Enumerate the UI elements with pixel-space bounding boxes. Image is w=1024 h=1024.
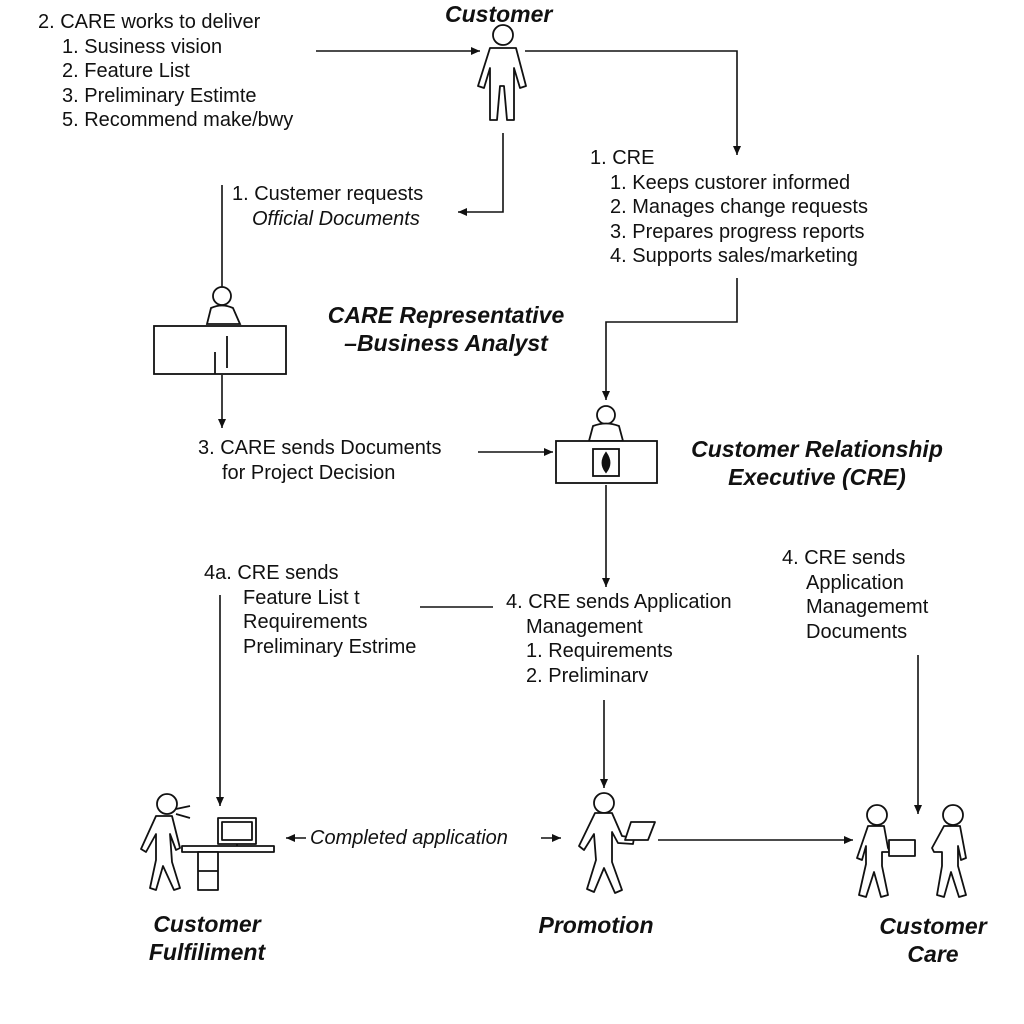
two-people-exchanging-package-icon [856, 804, 967, 898]
cre-sends-4a-note: 4a. CRE sends Feature List t Requirement… [204, 561, 416, 659]
cre-duties-title: 1. CRE [590, 147, 655, 169]
cre-duty-item: 2. Manages change requests [610, 196, 868, 218]
care-deliverables-list: 2. CARE works to deliver 1. Susiness vis… [38, 10, 293, 133]
care-sends-line2: for Project Decision [222, 461, 396, 484]
fulfilment-title-line2: Fulfiliment [148, 939, 266, 965]
cre-sends-4a-line1: 4a. CRE sends [204, 562, 339, 584]
cre-sends-care-line3: Managememt [806, 596, 929, 618]
cre-sends-care-line4: Documents [806, 620, 908, 643]
care-deliverable-item: 3. Preliminary Estimte [62, 84, 257, 107]
cre-duty-item: 3. Prepares progress reports [610, 220, 865, 243]
cre-sends-application-note: 4. CRE sends Application Management 1. R… [506, 590, 732, 688]
care-deliverables-title: 2. CARE works to deliver [38, 11, 261, 33]
customer-fulfilment-heading: Customer Fulfiliment [122, 910, 292, 966]
cre-title-line2: Executive (CRE) [728, 464, 906, 490]
person-at-computer-desk-icon [140, 793, 275, 891]
cre-title-line1: Customer Relationship [691, 436, 943, 462]
cre-sends-app-line4: 2. Preliminarv [526, 664, 649, 687]
cre-sends-care-note: 4. CRE sends Application Managememt Docu… [782, 546, 928, 644]
cre-sends-app-line1: 4. CRE sends Application [506, 591, 732, 613]
cre-sends-app-line2: Management [526, 615, 643, 638]
arrow-customer-to-requests [458, 133, 504, 216]
care-rep-title-line2: –Business Analyst [344, 330, 548, 356]
customer-requests-line1: 1. Custemer requests [232, 183, 424, 205]
promotion-heading: Promotion [538, 912, 654, 938]
customer-heading: Customer [445, 1, 553, 27]
completed-application-label: Completed application [310, 827, 508, 849]
cre-sends-app-line3: 1. Requirements [526, 640, 673, 662]
cre-heading: Customer Relationship Executive (CRE) [672, 435, 962, 491]
standing-person-icon [477, 24, 527, 121]
fulfilment-title-line1: Customer [153, 911, 261, 937]
walking-person-with-document-icon [578, 792, 656, 894]
person-at-desk-with-logo-icon [555, 405, 658, 484]
cre-duty-item: 4. Supports sales/marketing [610, 245, 858, 267]
customer-requests-line2: Official Documents [252, 207, 420, 230]
care-title-line1: Customer [879, 913, 987, 939]
arrow-cre-list-to-cre [602, 278, 738, 400]
cre-sends-care-line2: Application [806, 571, 904, 594]
arrow-customer-to-cre-list [525, 50, 741, 155]
care-deliverable-item: 1. Susiness vision [62, 35, 223, 58]
care-deliverable-item: 5. Recommend make/bwy [62, 109, 294, 131]
care-title-line2: Care [907, 941, 959, 967]
customer-care-heading: Customer Care [858, 912, 1008, 968]
care-rep-title-line1: CARE Representative [327, 302, 565, 328]
cre-sends-4a-line2: Feature List t [243, 586, 360, 609]
cre-sends-4a-line3: Requirements [243, 611, 368, 633]
person-at-desk-icon [153, 286, 287, 375]
cre-sends-care-line1: 4. CRE sends [782, 547, 906, 569]
cre-duties-list: 1. CRE 1. Keeps custorer informed 2. Man… [590, 146, 868, 269]
cre-sends-4a-line4: Preliminary Estrime [243, 635, 417, 658]
care-sends-documents-note: 3. CARE sends Documents for Project Deci… [198, 436, 441, 485]
cre-duty-item: 1. Keeps custorer informed [610, 171, 851, 194]
customer-requests-note: 1. Custemer requests Official Documents [232, 182, 423, 231]
care-representative-heading: CARE Representative –Business Analyst [306, 301, 586, 357]
care-deliverable-item: 2. Feature List [62, 60, 190, 82]
care-sends-line1: 3. CARE sends Documents [198, 437, 442, 459]
